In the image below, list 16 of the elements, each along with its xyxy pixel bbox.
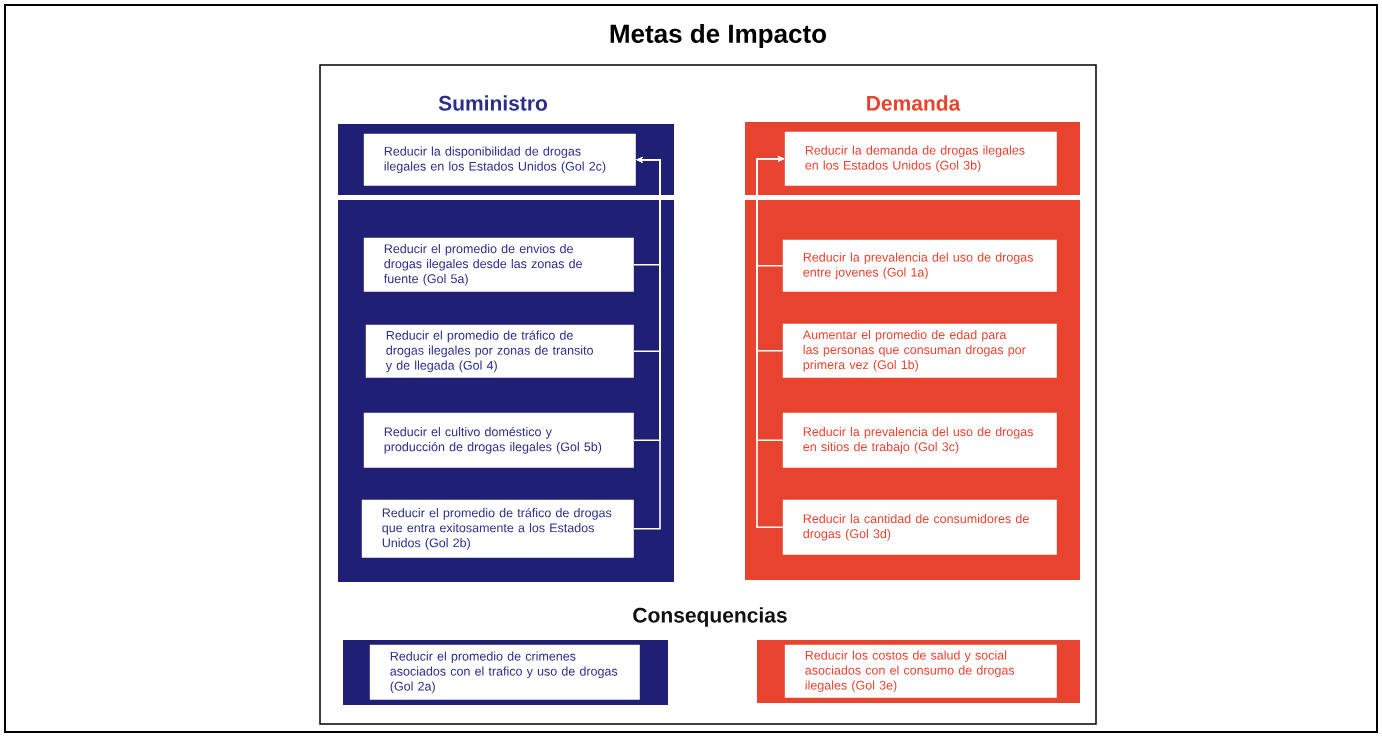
goal-box: Reducir la cantidad de consumidores de drogas (Gol 3d) (782, 499, 1057, 555)
heading: Consequencias (633, 607, 787, 627)
goal-box: Reducir el cultivo doméstico y producción de drogas ilegales (Gol 5b) (363, 412, 634, 468)
heading: Demanda (867, 95, 961, 111)
goal-box: Reducir el promedio de envios de drogas ilegales desde las zonas de fuente (Gol 5a) (363, 237, 634, 292)
goal-box: Reducir la prevalencia del uso de drogas entre jovenes (Gol 1a) (782, 239, 1057, 292)
title: Metas de Impacto (610, 23, 827, 49)
goal-box: Reducir la demanda de drogas ilegales en los Estados Unidos (Gol 3b) (784, 131, 1057, 186)
goal-box: Aumentar el promedio de edad para las personas que consuman drogas por primera vez (Gol 1b) (782, 323, 1057, 378)
goal-box: Reducir los costos de salud y social asociados con el consumo de drogas ilegales (Gol 3e) (784, 644, 1057, 698)
goal-box: Reducir el promedio de tráfico de drogas ilegales por zonas de transito y de llegada (Gol 4) (365, 324, 634, 378)
goal-box: Reducir el promedio de tráfico de drogas que entra exitosamente a los Estados Unidos (Gol 2b) (361, 499, 634, 558)
goal-box: Reducir el promedio de crimenes asociados con el trafico y uso de drogas (Gol 2a) (369, 644, 640, 700)
goal-box: Reducir la prevalencia del uso de drogas en sitios de trabajo (Gol 3c) (782, 412, 1057, 468)
goal-box: Reducir la disponibilidad de drogas ilegales en los Estados Unidos (Gol 2c) (363, 133, 636, 186)
heading: Suministro (438, 95, 548, 111)
